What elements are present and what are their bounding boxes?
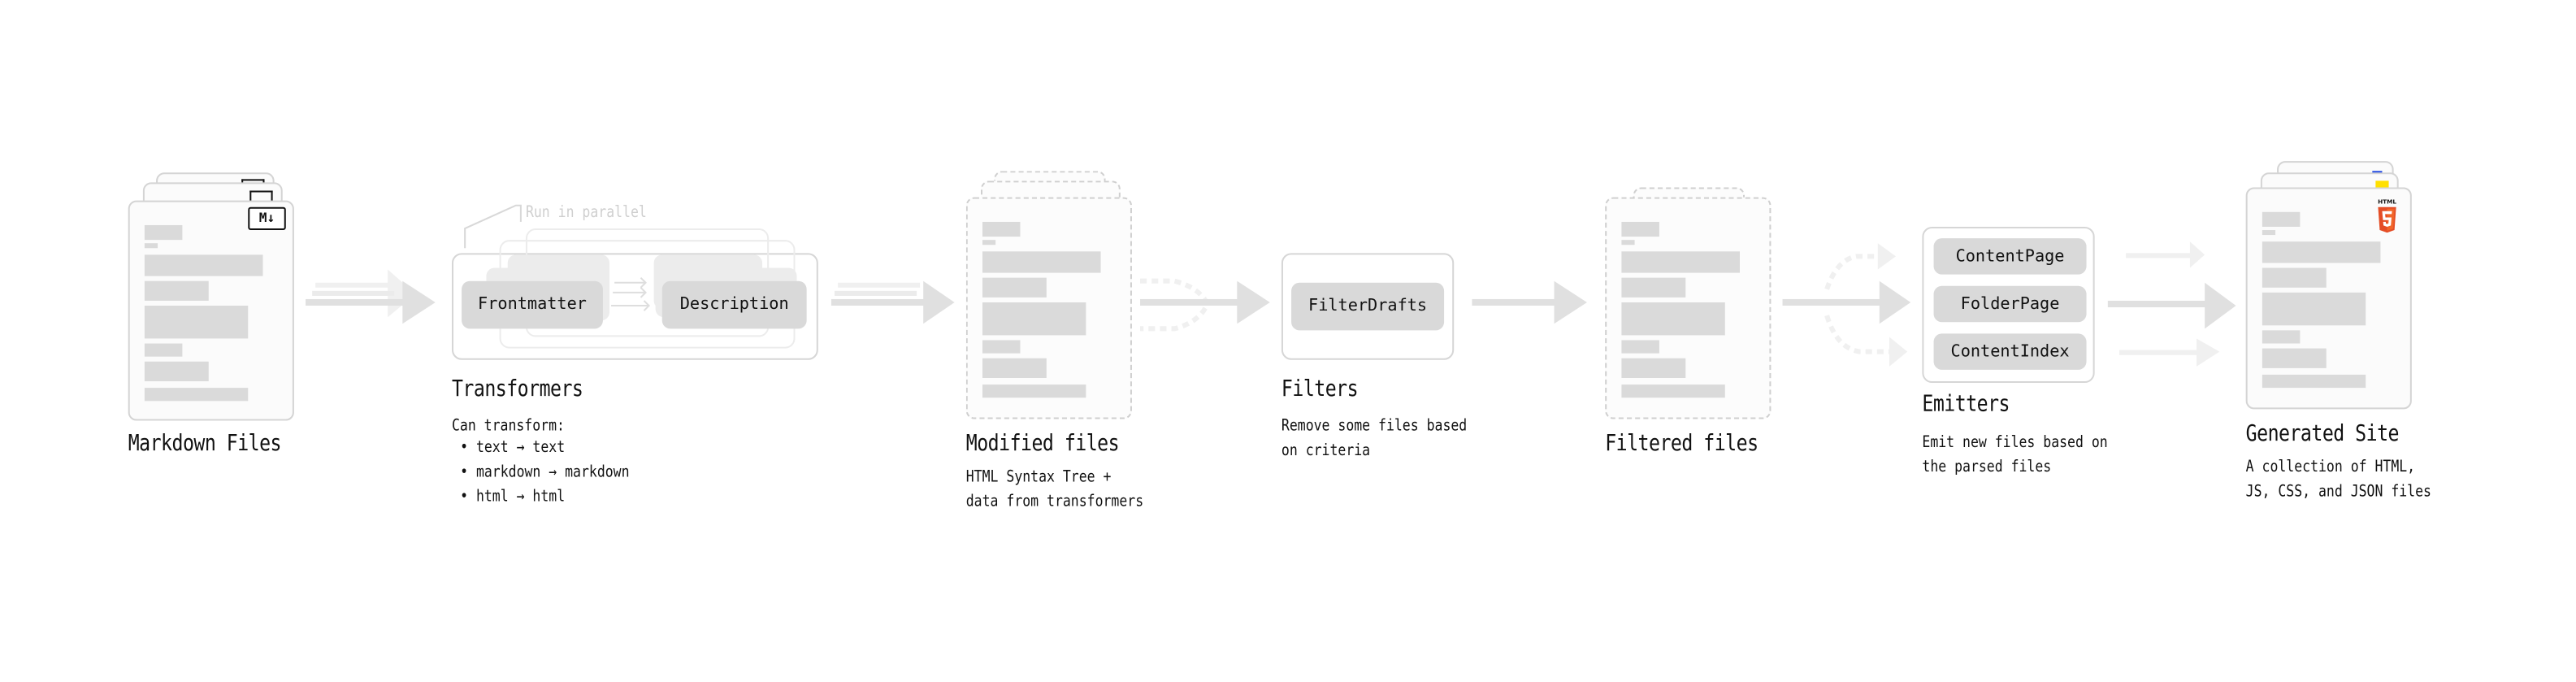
content-placeholder-block bbox=[1621, 358, 1686, 378]
plugin-label: Frontmatter bbox=[478, 295, 587, 315]
svg-text:HTML: HTML bbox=[2378, 198, 2396, 206]
content-placeholder-block bbox=[144, 254, 263, 276]
arrow-3 bbox=[1140, 278, 1270, 332]
bullet-item: • text → text bbox=[460, 438, 566, 458]
content-placeholder-block bbox=[982, 302, 1086, 336]
filters-title: Filters bbox=[1281, 376, 1359, 403]
plugin-filterdrafts[interactable]: FilterDrafts bbox=[1291, 282, 1445, 331]
content-placeholder-block bbox=[144, 361, 209, 382]
arrow-4 bbox=[1472, 280, 1587, 324]
content-placeholder-block bbox=[982, 221, 1021, 237]
markdown-files-title: Markdown Files bbox=[128, 430, 282, 458]
arrow-6 bbox=[2107, 241, 2236, 367]
markdown-file: M↓ bbox=[128, 200, 294, 421]
html-file-card: HTML bbox=[2245, 187, 2412, 410]
modified-file bbox=[965, 197, 1132, 419]
html5-icon: HTML bbox=[2378, 198, 2396, 233]
plugin-contentindex[interactable]: ContentIndex bbox=[1933, 333, 2087, 370]
content-placeholder-block bbox=[2262, 211, 2301, 227]
content-placeholder-block bbox=[144, 224, 183, 241]
bullet-item: • markdown → markdown bbox=[460, 463, 630, 482]
transformers-title: Transformers bbox=[451, 376, 583, 403]
plugin-label: FolderPage bbox=[1960, 294, 2060, 314]
content-placeholder-block bbox=[982, 384, 1086, 398]
content-placeholder-block bbox=[2262, 374, 2366, 389]
content-placeholder-block bbox=[1621, 277, 1686, 298]
content-placeholder-block bbox=[144, 243, 158, 249]
transformers-bullets: • text → text • markdown → markdown • ht… bbox=[460, 436, 629, 510]
markdown-icon: M↓ bbox=[248, 206, 286, 231]
plugin-description[interactable]: Description bbox=[661, 280, 807, 329]
generated-site-desc: A collection of HTML,JS, CSS, and JSON f… bbox=[2245, 458, 2431, 502]
plugin-label: ContentPage bbox=[1955, 247, 2065, 266]
generated-site-title: Generated Site bbox=[2245, 420, 2400, 447]
content-placeholder-block bbox=[982, 251, 1101, 273]
plugin-label: ContentIndex bbox=[1950, 342, 2070, 361]
content-placeholder-block bbox=[1621, 251, 1740, 273]
plugin-folderpage[interactable]: FolderPage bbox=[1933, 285, 2087, 323]
plugin-frontmatter[interactable]: Frontmatter bbox=[462, 280, 603, 329]
plugin-contentpage[interactable]: ContentPage bbox=[1933, 238, 2087, 275]
content-placeholder-block bbox=[982, 277, 1047, 298]
content-placeholder-block bbox=[144, 343, 183, 357]
arrow-2 bbox=[830, 280, 955, 324]
content-placeholder-block bbox=[2262, 330, 2301, 344]
content-placeholder-block bbox=[1621, 240, 1635, 245]
transformers-desc-heading: Can transform: bbox=[451, 417, 565, 436]
content-placeholder-block bbox=[2262, 267, 2327, 288]
inner-arrows bbox=[611, 276, 651, 311]
modified-files-title: Modified files bbox=[965, 430, 1120, 458]
content-placeholder-block bbox=[1621, 302, 1725, 336]
content-placeholder-block bbox=[2262, 230, 2276, 236]
filtered-file bbox=[1605, 197, 1772, 419]
content-placeholder-block bbox=[144, 306, 249, 339]
modified-files-desc: HTML Syntax Tree +data from transformers bbox=[965, 468, 1144, 511]
emitters-title: Emitters bbox=[1922, 391, 2010, 418]
content-placeholder-block bbox=[1621, 384, 1725, 398]
parallel-bracket bbox=[464, 204, 522, 249]
content-placeholder-block bbox=[1621, 340, 1659, 354]
content-placeholder-block bbox=[982, 340, 1021, 354]
content-placeholder-block bbox=[982, 358, 1047, 378]
filtered-files-title: Filtered files bbox=[1605, 430, 1759, 458]
run-in-parallel-label: Run in parallel bbox=[525, 203, 647, 222]
content-placeholder-block bbox=[144, 388, 249, 402]
content-placeholder-block bbox=[2262, 348, 2327, 368]
content-placeholder-block bbox=[1621, 221, 1659, 237]
plugin-label: FilterDrafts bbox=[1308, 297, 1428, 316]
arrow-1 bbox=[306, 269, 436, 324]
content-placeholder-block bbox=[2262, 292, 2366, 326]
content-placeholder-block bbox=[982, 240, 996, 245]
bullet-item: • html → html bbox=[460, 488, 566, 506]
arrow-5 bbox=[1782, 243, 1911, 367]
content-placeholder-block bbox=[2262, 241, 2381, 263]
content-placeholder-block bbox=[144, 280, 209, 301]
plugin-label: Description bbox=[679, 295, 789, 315]
